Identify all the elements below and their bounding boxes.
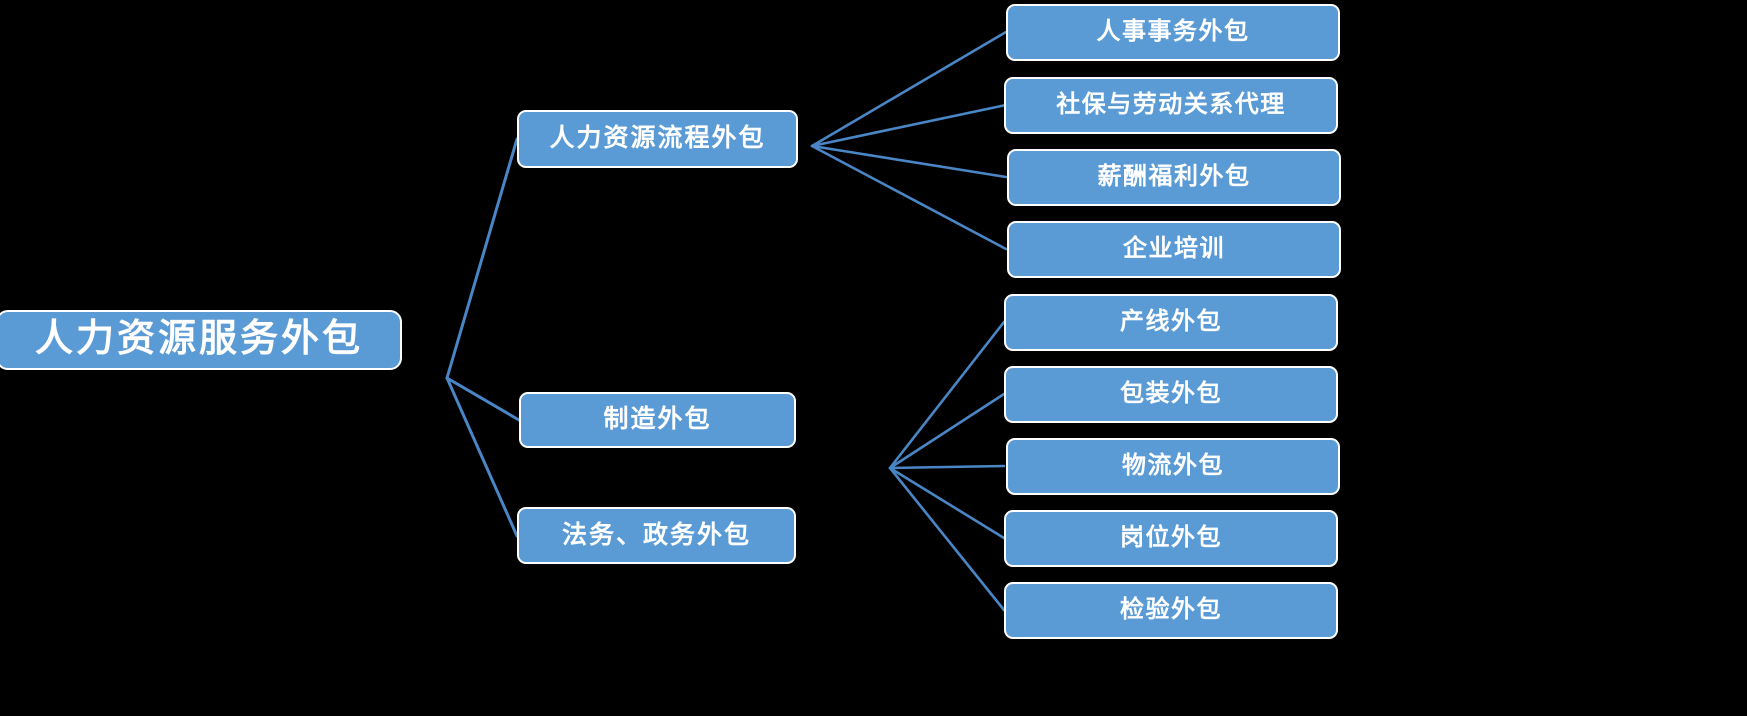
node-logistics-outsourcing-label: 物流外包 [1122,452,1224,480]
node-manufacturing-label: 制造外包 [603,405,712,434]
edge-mfg-to-production-line [888,320,1006,470]
edge-mfg-to-packaging [888,392,1006,470]
node-inspection-outsourcing[interactable]: 检验外包 [1004,582,1338,639]
node-personnel-affairs-outsourcing[interactable]: 人事事务外包 [1006,4,1340,61]
node-position-outsourcing-label: 岗位外包 [1120,524,1222,552]
node-personnel-affairs-outsourcing-label: 人事事务外包 [1096,18,1250,46]
node-logistics-outsourcing[interactable]: 物流外包 [1006,438,1340,495]
edge-hr-to-compensation [810,144,1008,179]
edge-hr-to-personnel-affairs [810,30,1008,148]
node-social-insurance-agency-label: 社保与劳动关系代理 [1056,91,1286,119]
node-inspection-outsourcing-label: 检验外包 [1120,596,1222,624]
node-compensation-benefits-outsourcing[interactable]: 薪酬福利外包 [1007,149,1341,206]
node-production-line-outsourcing-label: 产线外包 [1120,308,1222,336]
node-production-line-outsourcing[interactable]: 产线外包 [1004,294,1338,351]
edge-hr-to-social-insurance [810,103,1008,148]
edge-root-to-hr-process [445,137,519,380]
edge-mfg-to-position [888,466,1006,540]
node-position-outsourcing[interactable]: 岗位外包 [1004,510,1338,567]
edge-mfg-to-inspection [888,466,1006,612]
node-enterprise-training[interactable]: 企业培训 [1007,221,1341,278]
edge-root-to-legal-affairs [445,376,519,538]
node-packaging-outsourcing[interactable]: 包装外包 [1004,366,1338,423]
node-hr-process-label: 人力资源流程外包 [549,124,766,153]
node-social-insurance-agency[interactable]: 社保与劳动关系代理 [1004,77,1338,134]
node-manufacturing[interactable]: 制造外包 [519,392,796,448]
node-root[interactable]: 人力资源服务外包 [0,310,402,370]
node-compensation-benefits-outsourcing-label: 薪酬福利外包 [1097,163,1251,191]
node-hr-process[interactable]: 人力资源流程外包 [517,110,798,168]
node-legal-affairs-label: 法务、政务外包 [561,520,751,549]
edge-root-to-manufacturing [445,376,521,422]
edge-hr-to-training [810,144,1008,251]
edge-mfg-to-logistics [888,464,1006,470]
node-packaging-outsourcing-label: 包装外包 [1120,380,1222,408]
node-root-label: 人力资源服务外包 [34,318,363,361]
node-enterprise-training-label: 企业培训 [1123,235,1225,263]
node-legal-affairs[interactable]: 法务、政务外包 [517,507,796,564]
